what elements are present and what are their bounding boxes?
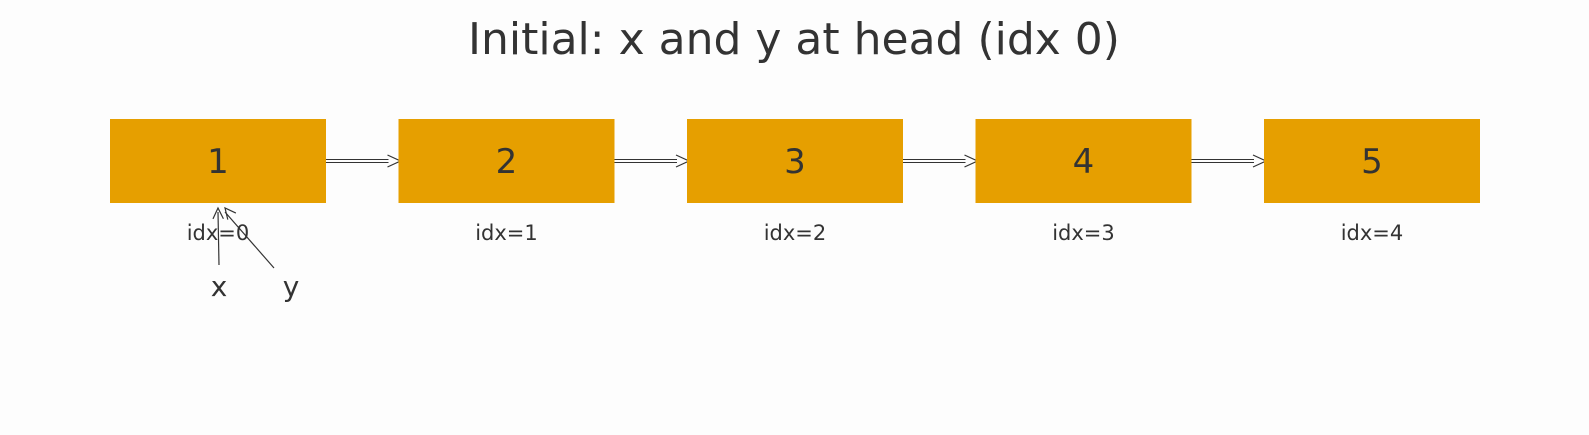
node-value: 1: [207, 142, 229, 182]
node-index-label: idx=4: [1341, 221, 1404, 245]
pointer-arrow: [224, 211, 275, 269]
list-node: 3 idx=2: [687, 119, 903, 245]
pointer-x: x: [211, 206, 228, 303]
node-box: [1264, 119, 1480, 203]
pointer-label: x: [211, 270, 228, 303]
node-box: [975, 119, 1192, 203]
pointer-arrow: [217, 211, 220, 266]
node-value: 2: [496, 142, 518, 182]
list-node: 5 idx=4: [1264, 119, 1480, 245]
node-box: [398, 119, 615, 203]
node-value: 5: [1361, 142, 1383, 182]
next-link-arrow: [899, 154, 979, 168]
node-index-label: idx=1: [475, 221, 538, 245]
next-link-arrow: [322, 154, 402, 168]
next-link-arrow: [610, 154, 691, 168]
node-box: [687, 119, 903, 203]
node-value: 4: [1073, 142, 1095, 182]
list-node: 4 idx=3: [975, 119, 1192, 245]
pointer-label: y: [283, 270, 300, 303]
node-index-label: idx=2: [764, 221, 827, 245]
node-value: 3: [784, 142, 806, 182]
node-box: [110, 119, 326, 203]
pointer-y: y: [224, 206, 300, 303]
next-link-arrow: [1187, 154, 1268, 168]
node-index-label: idx=3: [1052, 221, 1115, 245]
diagram-title: Initial: x and y at head (idx 0): [468, 14, 1120, 65]
list-node: 2 idx=1: [398, 119, 615, 245]
